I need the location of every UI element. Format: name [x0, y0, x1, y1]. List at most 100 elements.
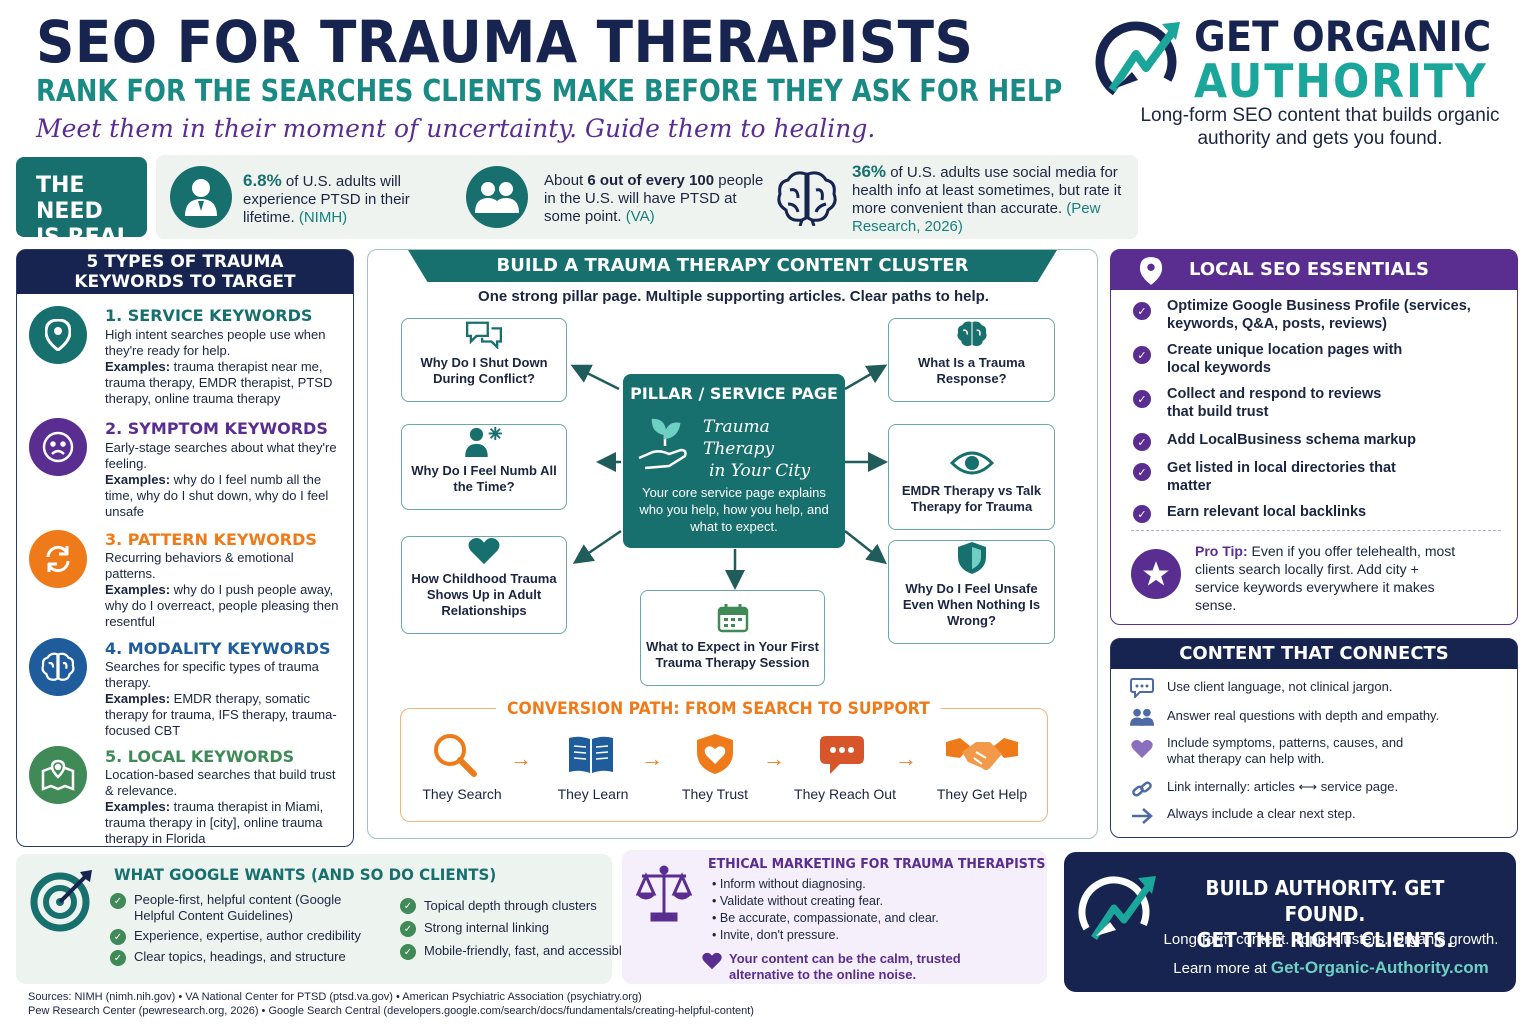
heart-icon: [1129, 738, 1155, 760]
check-icon: ✓: [400, 944, 416, 960]
google-item: Clear topics, headings, and structure: [134, 949, 346, 964]
article-card[interactable]: What Is a Trauma Response?: [888, 318, 1055, 402]
pillar-desc: Your core service page explains who you …: [639, 485, 829, 534]
local-seo-item: Optimize Google Business Profile (servic…: [1167, 298, 1471, 332]
location-pin-icon: [29, 306, 87, 364]
google-item: Experience, expertise, author credibilit…: [134, 928, 361, 943]
keyword-type-desc: High intent searches people use when the…: [105, 327, 333, 406]
target-icon: [30, 866, 96, 937]
keyword-type-desc: Searches for specific types of trauma th…: [105, 659, 337, 738]
person-snow-icon: [465, 426, 502, 457]
check-icon: ✓: [1133, 390, 1151, 408]
keywords-heading: 5 TYPES OF TRAUMA KEYWORDS TO TARGET: [17, 250, 353, 294]
connects-item: Link internally: articles ⟷ service page…: [1167, 779, 1399, 794]
cta-desc: Long-form content. Topic clusters. Organ…: [1163, 931, 1499, 948]
cluster-heading: BUILD A TRAUMA THERAPY CONTENT CLUSTER: [408, 250, 1057, 282]
map-icon: [29, 746, 87, 804]
cluster-arrows: [570, 364, 888, 590]
article-title: EMDR Therapy vs Talk Therapy for Trauma: [901, 483, 1042, 514]
brain-icon: [776, 168, 838, 231]
sources-line1: Sources: NIMH (nimh.nih.gov) • VA Nation…: [28, 991, 642, 1003]
article-title: How Childhood Trauma Shows Up in Adult R…: [411, 571, 557, 618]
article-card[interactable]: What to Expect in Your First Trauma Ther…: [640, 590, 825, 686]
stat-ptsd-lifetime: 6.8% of U.S. adults will experience PTSD…: [243, 171, 410, 227]
divider: [1131, 530, 1501, 531]
google-item: Mobile-friendly, fast, and accessible: [424, 943, 629, 958]
keyword-type-title: 3. PATTERN KEYWORDS: [105, 530, 317, 549]
need-label-line2: IS REAL: [36, 225, 131, 250]
article-card[interactable]: EMDR Therapy vs Talk Therapy for Trauma: [888, 424, 1055, 530]
book-icon: [567, 734, 615, 779]
article-title: Why Do I Feel Unsafe Even When Nothing I…: [902, 581, 1041, 628]
local-seo-item: Create unique location pages with local …: [1167, 342, 1403, 376]
keyword-type-desc: Early-stage searches about what they're …: [105, 440, 337, 519]
arrow-right-icon: →: [895, 746, 917, 771]
article-card[interactable]: Why Do I Feel Numb All the Time?: [401, 424, 567, 510]
arrow-right-icon: →: [763, 746, 785, 771]
check-icon: ✓: [1133, 463, 1151, 481]
keyword-type-title: 1. SERVICE KEYWORDS: [105, 306, 313, 325]
article-card[interactable]: Why Do I Feel Unsafe Even When Nothing I…: [888, 540, 1055, 644]
connects-item: Answer real questions with depth and emp…: [1167, 708, 1440, 723]
conversion-step: They Learn: [557, 786, 629, 802]
article-card[interactable]: How Childhood Trauma Shows Up in Adult R…: [401, 536, 567, 634]
ethics-panel: [622, 850, 1047, 984]
pillar-title: PILLAR / SERVICE PAGE: [630, 384, 838, 403]
local-seo-item: Get listed in local directories that mat…: [1167, 460, 1396, 494]
brand-name-line1: GET ORGANIC: [1194, 12, 1492, 61]
sources-line2: Pew Research Center (pewresearch.org, 20…: [28, 1005, 754, 1017]
local-seo-item: Add LocalBusiness schema markup: [1167, 432, 1416, 448]
refresh-icon: [29, 530, 87, 588]
local-seo-heading: LOCAL SEO ESSENTIALS: [1111, 250, 1517, 290]
ethics-heading: ETHICAL MARKETING FOR TRAUMA THERAPISTS: [708, 856, 1046, 872]
conversion-step: They Reach Out: [794, 786, 896, 802]
page-tagline: Meet them in their moment of uncertainty…: [36, 114, 876, 143]
google-item: Strong internal linking: [424, 920, 550, 935]
heart-icon: [468, 538, 500, 565]
article-title: Why Do I Feel Numb All the Time?: [411, 463, 557, 494]
keyword-type-title: 5. LOCAL KEYWORDS: [105, 747, 295, 766]
need-label-line1: THE NEED: [36, 173, 103, 224]
arrow-right-icon: →: [641, 746, 663, 771]
arrow-icon: [1129, 805, 1155, 827]
local-seo-item: Earn relevant local backlinks: [1167, 504, 1367, 520]
connects-item: Always include a clear next step.: [1167, 806, 1356, 821]
google-heading: WHAT GOOGLE WANTS (AND SO DO CLIENTS): [114, 865, 497, 884]
star-icon: [1131, 549, 1181, 599]
eye-icon: [949, 451, 994, 475]
need-stats-strip: [156, 155, 1138, 239]
article-card[interactable]: Why Do I Shut Down During Conflict?: [401, 318, 567, 402]
conversion-step: They Search: [422, 786, 502, 802]
brain-icon: [956, 321, 987, 347]
check-icon: ✓: [1133, 433, 1151, 451]
brand-logo-icon: [1092, 14, 1184, 111]
scales-icon: [634, 862, 694, 927]
heart-shield-icon: [695, 732, 735, 781]
ethics-item: • Invite, don't pressure.: [712, 928, 839, 942]
shield-icon: [957, 542, 986, 574]
ethics-item: • Validate without creating fear.: [712, 894, 883, 908]
hand-plant-icon: [635, 412, 697, 479]
cta-line1: BUILD AUTHORITY. GET FOUND.: [1205, 876, 1445, 926]
brand-name-line2: AUTHORITY: [1194, 54, 1488, 108]
connects-panel: CONTENT THAT CONNECTS Use client languag…: [1110, 638, 1518, 838]
article-title: What Is a Trauma Response?: [918, 355, 1025, 386]
connects-item: Use client language, not clinical jargon…: [1167, 679, 1393, 694]
brand-logo-icon: [1074, 864, 1160, 959]
page-subtitle: RANK FOR THE SEARCHES CLIENTS MAKE BEFOR…: [36, 74, 1063, 109]
keywords-heading-line1: 5 TYPES OF TRAUMA: [86, 252, 284, 272]
heart-icon: [702, 952, 722, 975]
person-icon: [170, 166, 232, 228]
local-seo-panel: LOCAL SEO ESSENTIALS ✓ Optimize Google B…: [1110, 249, 1518, 625]
conversion-step: They Get Help: [936, 786, 1028, 802]
article-title: Why Do I Shut Down During Conflict?: [420, 355, 548, 386]
cta-url-link[interactable]: Get-Organic-Authority.com: [1270, 958, 1489, 977]
sad-face-icon: [29, 418, 87, 476]
pillar-page-card: PILLAR / SERVICE PAGE Trauma Therapy in …: [623, 374, 845, 548]
conversion-heading: CONVERSION PATH: FROM SEARCH TO SUPPORT: [496, 699, 941, 719]
stat-social-media: 36% of U.S. adults use social media for …: [852, 162, 1122, 236]
connects-item: Include symptoms, patterns, causes, and …: [1167, 735, 1404, 766]
cta-panel: [1064, 852, 1516, 992]
check-icon: ✓: [1133, 302, 1151, 320]
keyword-type-title: 4. MODALITY KEYWORDS: [105, 639, 331, 658]
